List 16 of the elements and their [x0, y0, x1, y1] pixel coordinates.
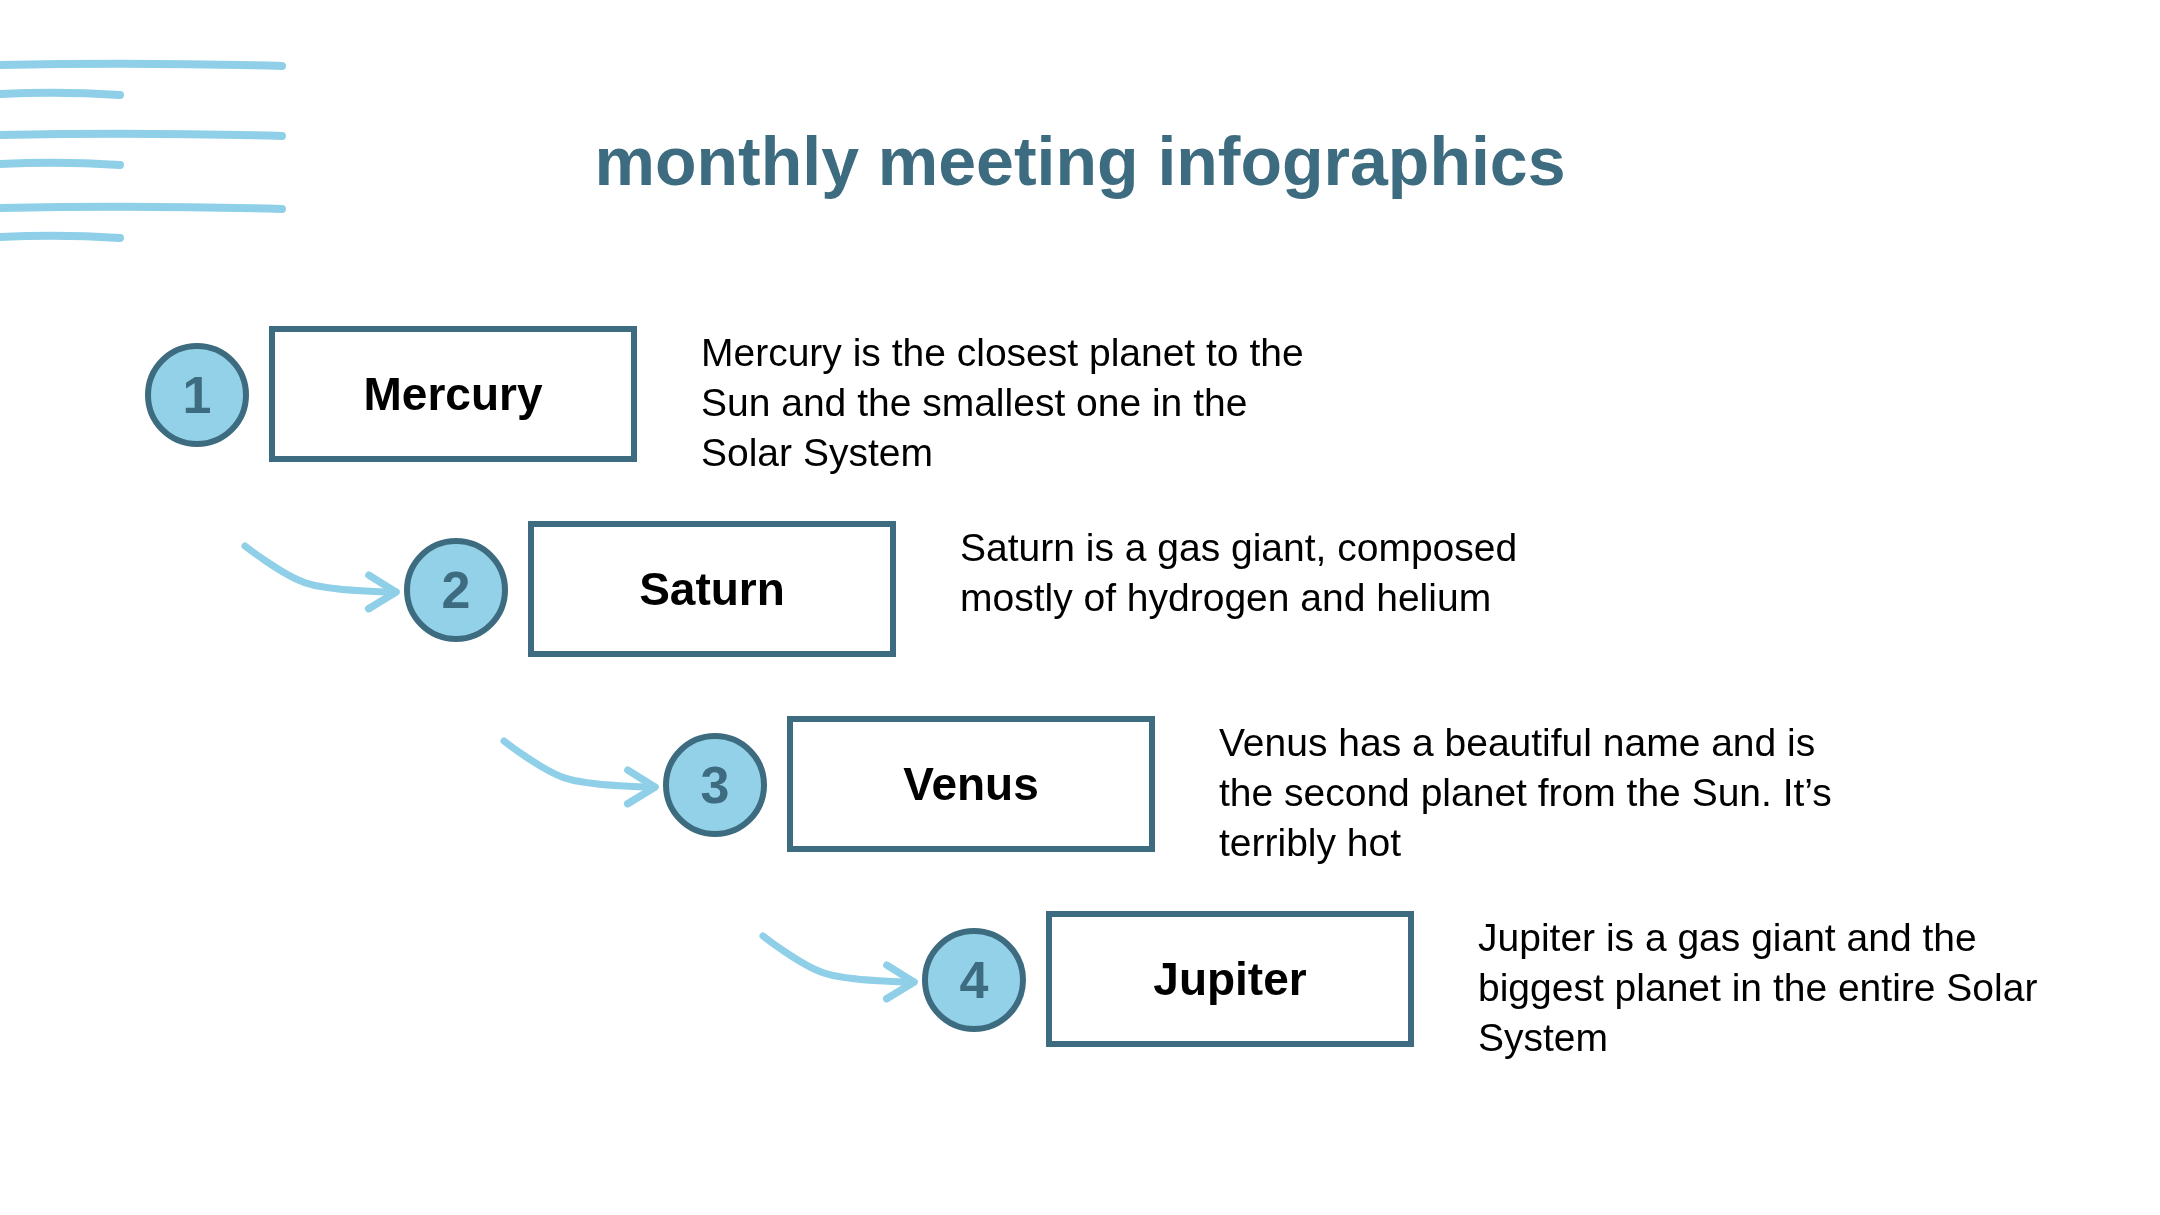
- number-circle: 4: [922, 928, 1026, 1032]
- title: monthly meeting infographics: [593, 122, 1567, 200]
- description-text: Saturn is a gas giant, composed mostly of hydrogen and helium: [960, 525, 1519, 621]
- description-text: Venus has a beautiful name and is the second planet from the Sun. It’s terribly hot: [1219, 720, 1833, 866]
- planet-box: Jupiter: [1046, 911, 1414, 1047]
- description-text: Mercury is the closest planet to the Sun and the smallest one in the Solar System: [701, 330, 1305, 476]
- arrow: [759, 932, 918, 1003]
- arrow: [241, 542, 400, 613]
- number-circle: 3: [663, 733, 767, 837]
- planet-box: Venus: [787, 716, 1155, 852]
- arrow: [500, 737, 659, 808]
- number-circle: 2: [404, 538, 508, 642]
- planet-box: Mercury: [269, 326, 637, 462]
- number-circle: 1: [145, 343, 249, 447]
- planet-box: Saturn: [528, 521, 896, 657]
- description-text: Jupiter is a gas giant and the biggest planet in the entire Solar System: [1478, 915, 2039, 1061]
